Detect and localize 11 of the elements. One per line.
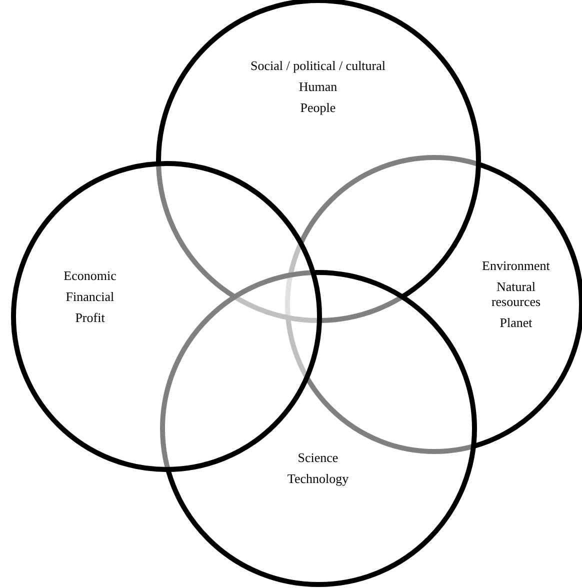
circle-label: Science bbox=[298, 450, 338, 465]
circle-label: Planet bbox=[500, 315, 532, 330]
circle-label: People bbox=[300, 100, 336, 115]
circle-label: Environment bbox=[482, 258, 550, 273]
circle-label: Profit bbox=[75, 310, 105, 325]
circle-label: Economic bbox=[64, 268, 116, 283]
circle-label: Natural resources bbox=[490, 279, 542, 309]
circle-label: Social / political / cultural bbox=[250, 58, 386, 73]
circle-label: Technology bbox=[287, 471, 349, 486]
circle-label: Financial bbox=[66, 289, 114, 304]
circle-label: Human bbox=[298, 79, 338, 94]
